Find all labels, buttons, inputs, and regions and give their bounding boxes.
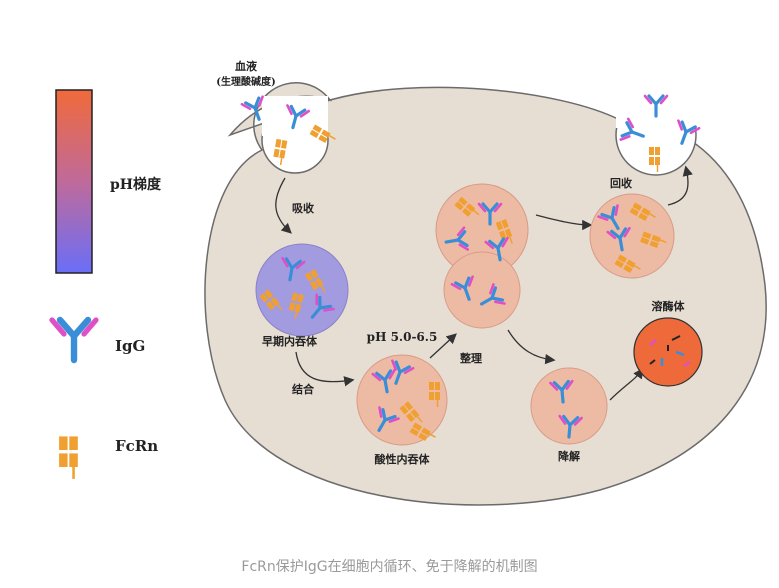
degradation-vesicle — [530, 367, 608, 445]
fcrn-legend-label: FcRn — [115, 437, 158, 455]
figure-caption: FcRn保护IgG在细胞内循环、免于降解的机制图 — [241, 559, 538, 575]
lysosome — [633, 317, 703, 387]
lysosome-label: 溶酶体 — [652, 299, 686, 313]
degradation-label: 降解 — [558, 449, 580, 463]
sorting-endosome-bottom — [443, 251, 521, 329]
sorting-arrow — [429, 333, 457, 359]
uptake-label: 吸收 — [292, 201, 314, 215]
blood-sublabel: (生理酸碱度) — [216, 75, 275, 88]
ph-gradient-bar — [55, 89, 93, 274]
acidic-endosome-label: 酸性内吞体 — [375, 452, 431, 466]
early-endosome — [255, 243, 349, 337]
exocytosis-arrow — [667, 165, 693, 206]
to-recycling-arrow — [535, 214, 593, 231]
binding-arrow — [295, 351, 355, 387]
igg-legend-label: IgG — [115, 337, 145, 355]
ph-range-label: pH 5.0-6.5 — [367, 330, 438, 344]
binding-label: 结合 — [291, 382, 315, 396]
fcrn-legend-icon — [57, 435, 80, 481]
igg-legend-icon — [52, 320, 96, 360]
blood-label: 血液 — [235, 59, 258, 73]
to-degradation-arrow — [507, 329, 556, 365]
uptake-arrow — [275, 177, 292, 234]
recycling-label: 回收 — [610, 176, 632, 190]
early-endosome-label: 早期内吞体 — [262, 334, 318, 348]
ph-gradient-label: pH梯度 — [110, 176, 162, 193]
sorting-label: 整理 — [459, 351, 482, 365]
degraded-fragments — [649, 335, 691, 368]
